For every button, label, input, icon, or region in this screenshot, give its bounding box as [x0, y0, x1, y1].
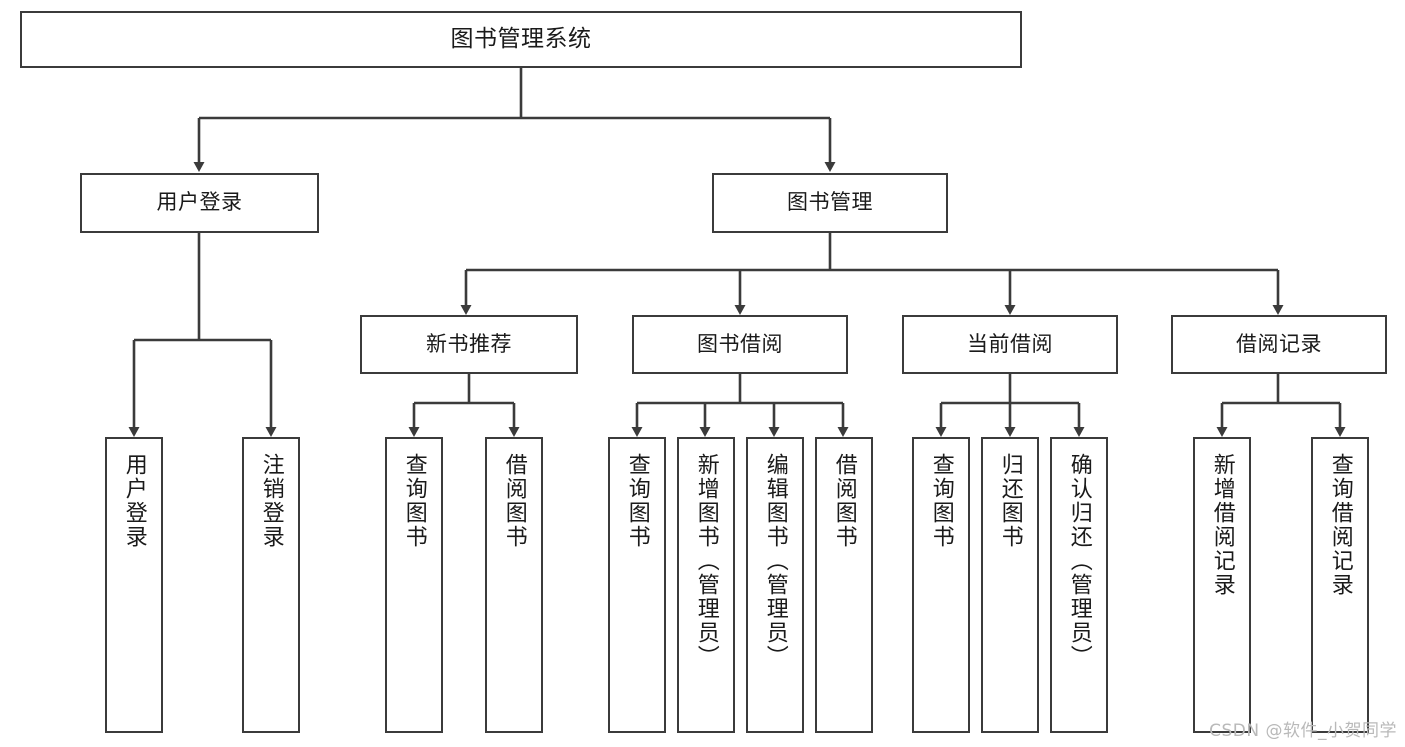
node-new-book-recommend[interactable]: 新书推荐	[360, 315, 578, 374]
leaf-query-book-current[interactable]: 查询图书	[912, 437, 970, 733]
leaf-add-book-admin[interactable]: 新增图书（管理员）	[677, 437, 735, 733]
node-label: 借阅图书	[501, 453, 527, 549]
node-label: 当前借阅	[967, 331, 1053, 356]
node-label: 归还图书	[997, 453, 1023, 549]
node-root-system[interactable]: 图书管理系统	[20, 11, 1022, 68]
leaf-query-book-recommend[interactable]: 查询图书	[385, 437, 443, 733]
leaf-borrow-book-recommend[interactable]: 借阅图书	[485, 437, 543, 733]
node-label: 新书推荐	[426, 331, 512, 356]
node-label: 用户登录	[121, 453, 147, 549]
node-label: 图书管理系统	[450, 26, 592, 53]
leaf-user-login[interactable]: 用户登录	[105, 437, 163, 733]
watermark: CSDN @软件_小贺同学	[1209, 721, 1397, 741]
node-label: 图书管理	[787, 190, 873, 215]
node-label: 查询图书	[928, 453, 954, 549]
node-current-borrow[interactable]: 当前借阅	[902, 315, 1118, 374]
node-label: 借阅图书	[831, 453, 857, 549]
leaf-logout[interactable]: 注销登录	[242, 437, 300, 733]
node-borrow-record[interactable]: 借阅记录	[1171, 315, 1387, 374]
leaf-return-book[interactable]: 归还图书	[981, 437, 1039, 733]
node-book-management[interactable]: 图书管理	[712, 173, 948, 233]
node-label: 编辑图书（管理员）	[762, 453, 788, 669]
node-label: 新增借阅记录	[1209, 453, 1235, 597]
leaf-confirm-return-admin[interactable]: 确认归还（管理员）	[1050, 437, 1108, 733]
leaf-add-borrow-record[interactable]: 新增借阅记录	[1193, 437, 1251, 733]
node-book-borrow[interactable]: 图书借阅	[632, 315, 848, 374]
node-label: 查询借阅记录	[1327, 453, 1353, 597]
node-label: 查询图书	[624, 453, 650, 549]
node-label: 用户登录	[156, 190, 243, 215]
node-label: 新增图书（管理员）	[693, 453, 719, 669]
node-label: 确认归还（管理员）	[1066, 453, 1092, 669]
node-user-login[interactable]: 用户登录	[80, 173, 319, 233]
node-label: 图书借阅	[697, 331, 783, 356]
leaf-borrow-book[interactable]: 借阅图书	[815, 437, 873, 733]
leaf-query-borrow-record[interactable]: 查询借阅记录	[1311, 437, 1369, 733]
node-label: 查询图书	[401, 453, 427, 549]
leaf-edit-book-admin[interactable]: 编辑图书（管理员）	[746, 437, 804, 733]
node-label: 注销登录	[258, 453, 284, 549]
node-label: 借阅记录	[1236, 331, 1322, 356]
leaf-query-book-borrow[interactable]: 查询图书	[608, 437, 666, 733]
